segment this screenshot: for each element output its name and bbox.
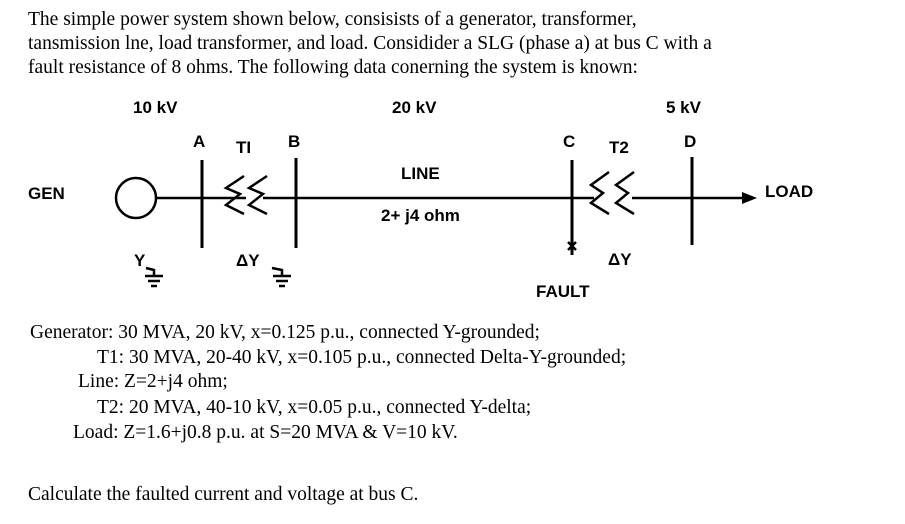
data-line: Line: Z=2+j4 ohm; <box>78 371 228 392</box>
fault-label: FAULT <box>536 282 590 301</box>
t1-label: TI <box>236 138 252 157</box>
t1-ground-icon <box>271 266 291 288</box>
question: Calculate the faulted current and voltag… <box>28 484 419 505</box>
bus-c-label: C <box>563 132 576 151</box>
t2-winding-2 <box>613 170 635 216</box>
bus-d-label: D <box>684 132 697 151</box>
t1-winding-2 <box>246 174 268 216</box>
fault-x-2 <box>567 241 577 251</box>
bus-a-label: A <box>193 132 206 151</box>
load-arrow-icon <box>742 192 757 204</box>
voltage-label-d: 5 kV <box>666 98 701 117</box>
t2-connection-label: ΔY <box>608 250 632 269</box>
intro-line-3: fault resistance of 8 ohms. The followin… <box>28 57 638 78</box>
line-impedance-label: 2+ j4 ohm <box>381 206 460 225</box>
t1-winding-1 <box>223 174 245 216</box>
gen-connection-label: Y <box>134 251 146 270</box>
intro-line-2: tansmission lne, load transformer, and l… <box>28 33 712 54</box>
load-label: LOAD <box>765 182 814 201</box>
data-t2: T2: 20 MVA, 40-10 kV, x=0.05 p.u., conne… <box>97 397 532 418</box>
t2-label: T2 <box>609 138 629 157</box>
line-label: LINE <box>401 164 440 183</box>
voltage-label-line: 20 kV <box>392 98 437 117</box>
gen-ground-icon <box>145 266 163 288</box>
t1-connection-label: ΔY <box>236 251 260 270</box>
gen-label: GEN <box>28 184 65 203</box>
data-load: Load: Z=1.6+j0.8 p.u. at S=20 MVA & V=10… <box>73 422 458 443</box>
intro-line-1: The simple power system shown below, con… <box>28 9 637 30</box>
data-generator: Generator: 30 MVA, 20 kV, x=0.125 p.u., … <box>30 322 540 343</box>
t2-winding-1 <box>588 170 610 216</box>
bus-b-label: B <box>288 132 301 151</box>
voltage-label-a: 10 kV <box>133 98 178 117</box>
data-t1: T1: 30 MVA, 20-40 kV, x=0.105 p.u., conn… <box>97 347 627 368</box>
generator-symbol <box>114 176 158 220</box>
